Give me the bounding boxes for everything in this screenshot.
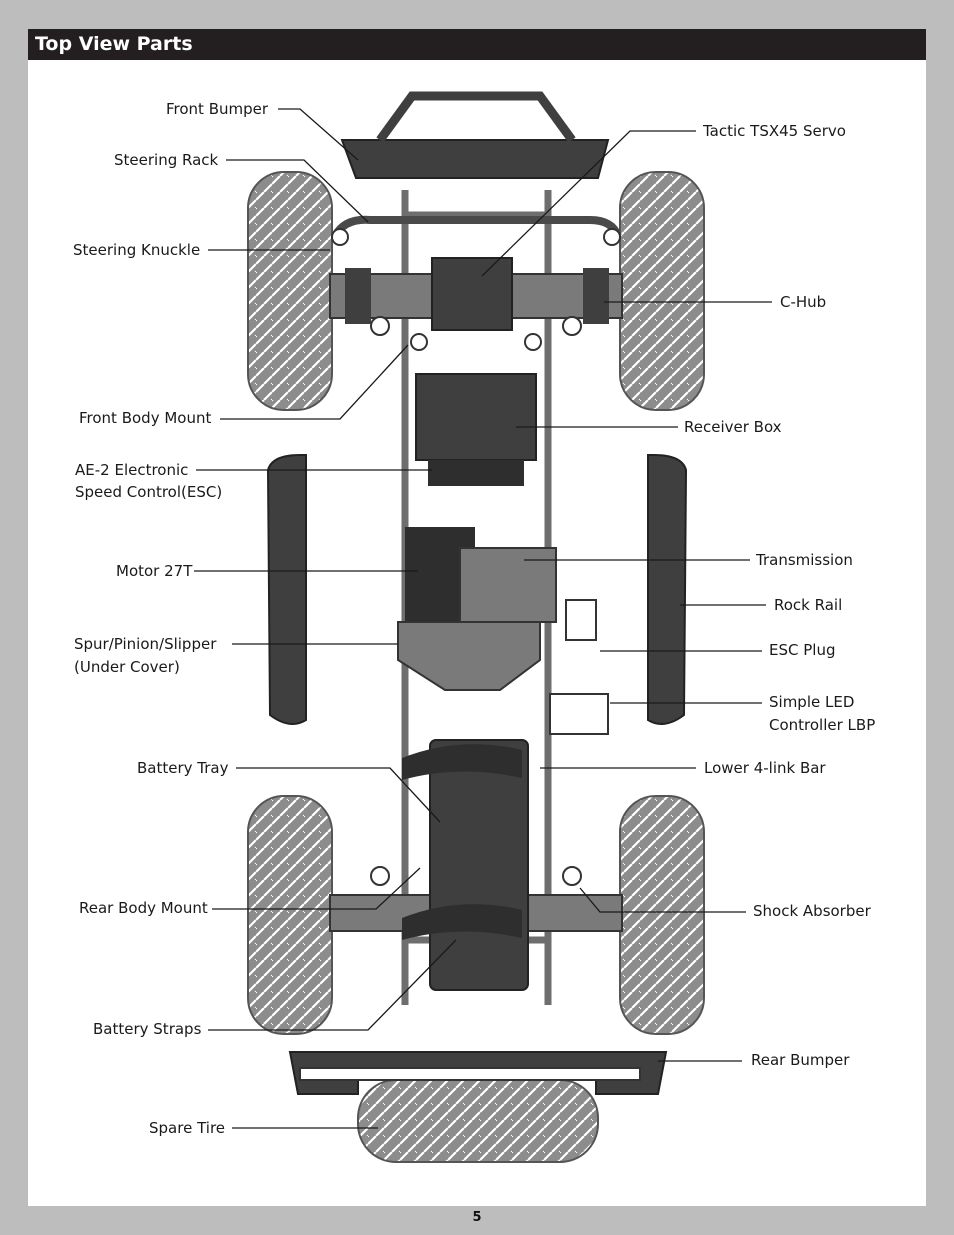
label-led-line1: Simple LED (769, 693, 855, 711)
label-battery-tray: Battery Tray (137, 759, 229, 777)
esc-part (428, 460, 524, 486)
esc-plug-part (565, 599, 597, 641)
label-esc-line2: Speed Control(ESC) (75, 483, 223, 501)
label-esc-line1: AE-2 Electronic (75, 461, 189, 479)
label-spur-line1: Spur/Pinion/Slipper (74, 635, 217, 653)
battery-strap-rear (402, 904, 522, 940)
label-lower-link: Lower 4-link Bar (704, 759, 826, 777)
spur-cover-part (397, 621, 541, 691)
body-mounts (410, 333, 542, 351)
rear-left-tire (247, 795, 333, 1035)
led-controller-part (549, 693, 609, 735)
section-title-bar: Top View Parts (28, 29, 926, 60)
label-steering-rack: Steering Rack (114, 151, 219, 169)
front-left-tire (247, 171, 333, 411)
rear-bar (299, 1067, 641, 1081)
label-esc-plug: ESC Plug (769, 641, 836, 659)
label-front-bumper: Front Bumper (166, 100, 269, 118)
section-title: Top View Parts (35, 33, 193, 55)
steering-knuckle-part (331, 228, 349, 246)
label-servo: Tactic TSX45 Servo (703, 122, 846, 140)
shock-absorbers (370, 316, 582, 886)
rear-right-tire (619, 795, 705, 1035)
label-rear-bumper: Rear Bumper (751, 1051, 850, 1069)
label-led-line2: Controller LBP (769, 716, 876, 734)
label-spare-tire: Spare Tire (149, 1119, 226, 1137)
front-bumper-hoop (376, 91, 576, 143)
steering-knuckle-right (603, 228, 621, 246)
label-receiver-box: Receiver Box (684, 418, 782, 436)
label-steering-knuckle: Steering Knuckle (73, 241, 201, 259)
label-front-body-mount: Front Body Mount (79, 409, 212, 427)
leader-lines (194, 108, 772, 1129)
front-bumper-part (340, 139, 610, 179)
page-number: 5 (472, 1210, 482, 1225)
label-spur-line2: (Under Cover) (74, 658, 180, 676)
label-rear-body-mount: Rear Body Mount (79, 899, 208, 917)
label-shock: Shock Absorber (753, 902, 871, 920)
battery-strap-front (402, 744, 522, 780)
battery-tray-part (429, 739, 529, 991)
label-transmission: Transmission (756, 551, 853, 569)
label-rock-rail: Rock Rail (774, 596, 843, 614)
label-battery-straps: Battery Straps (93, 1020, 202, 1038)
front-right-tire (619, 171, 705, 411)
rock-rails (266, 454, 688, 725)
spare-tire (357, 1079, 599, 1163)
steering-rack-part (331, 215, 622, 239)
receiver-box-part (415, 373, 537, 461)
transmission-part (459, 547, 557, 623)
label-c-hub: C-Hub (780, 293, 827, 311)
servo-part (431, 257, 513, 331)
label-motor: Motor 27T (116, 562, 193, 580)
